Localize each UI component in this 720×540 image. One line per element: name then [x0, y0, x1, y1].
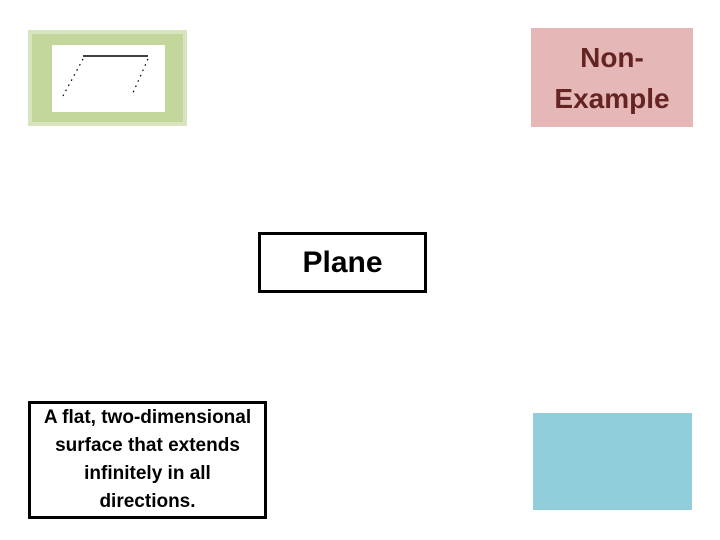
plane-drawing [62, 55, 149, 97]
example-picture-frame [52, 45, 165, 112]
example-picture-box [28, 30, 187, 126]
non-example-label-line2: Example [554, 82, 670, 114]
plane-right-dashed-edge [131, 58, 149, 96]
definition-line: surface that extends [55, 435, 240, 456]
term-box: Plane [258, 232, 427, 293]
plane-left-dashed-edge [62, 58, 84, 97]
covered-answer-box [533, 413, 692, 510]
term-label: Plane [302, 245, 383, 279]
definition-line: A flat, two-dimensional [43, 407, 252, 428]
definition-line: directions. [99, 491, 196, 512]
non-example-label-line1: Non- [580, 41, 644, 73]
non-example-box: Non- Example [531, 28, 693, 127]
definition-box: A flat, two-dimensional surface that ext… [28, 401, 267, 519]
definition-line: infinitely in all [84, 463, 211, 484]
